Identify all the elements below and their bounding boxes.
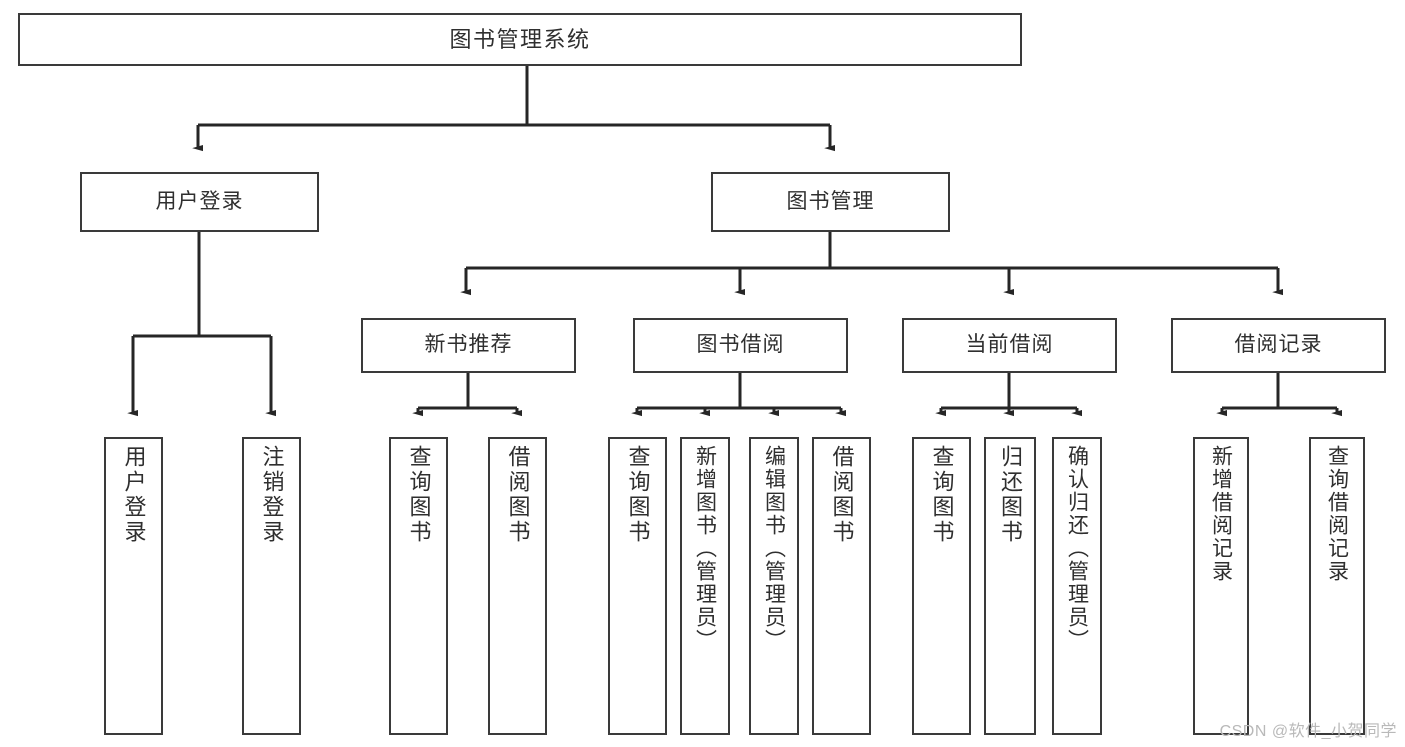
node-label: 查询图书	[625, 445, 651, 545]
leaf-borrow-book[interactable]: 借阅图书	[812, 437, 871, 735]
node-label: 查询图书	[929, 445, 955, 545]
leaf-query-book-current[interactable]: 查询图书	[912, 437, 971, 735]
leaf-user-login[interactable]: 用户登录	[104, 437, 163, 735]
leaf-query-book-recommend[interactable]: 查询图书	[389, 437, 448, 735]
node-label: 当前借阅	[965, 333, 1054, 357]
leaf-borrow-book-recommend[interactable]: 借阅图书	[488, 437, 547, 735]
node-label: 借阅图书	[829, 445, 855, 545]
node-label: 图书借阅	[696, 333, 785, 357]
leaf-return-book[interactable]: 归还图书	[984, 437, 1036, 735]
node-label: 用户登录	[155, 189, 244, 213]
leaf-logout-login[interactable]: 注销登录	[242, 437, 301, 735]
node-label: 确认归还（管理员）	[1065, 445, 1089, 652]
leaf-query-borrow-record[interactable]: 查询借阅记录	[1309, 437, 1365, 735]
node-borrow-record[interactable]: 借阅记录	[1171, 318, 1386, 373]
node-label: 新书推荐	[424, 333, 513, 357]
node-label: 归还图书	[998, 445, 1023, 545]
leaf-query-book-borrow[interactable]: 查询图书	[608, 437, 667, 735]
node-label: 用户登录	[121, 445, 147, 545]
leaf-confirm-return-admin[interactable]: 确认归还（管理员）	[1052, 437, 1102, 735]
node-current-borrow[interactable]: 当前借阅	[902, 318, 1117, 373]
node-book-borrow[interactable]: 图书借阅	[633, 318, 848, 373]
leaf-add-book-admin[interactable]: 新增图书（管理员）	[680, 437, 730, 735]
node-label: 查询图书	[406, 445, 432, 545]
node-new-book-recommend[interactable]: 新书推荐	[361, 318, 576, 373]
node-label: 图书管理系统	[449, 26, 591, 52]
leaf-edit-book-admin[interactable]: 编辑图书（管理员）	[749, 437, 799, 735]
node-book-manage[interactable]: 图书管理	[711, 172, 950, 232]
node-label: 注销登录	[259, 445, 285, 545]
node-label: 图书管理	[786, 189, 875, 213]
node-label: 新增图书（管理员）	[693, 445, 717, 652]
node-label: 借阅图书	[505, 445, 531, 545]
csdn-watermark: CSDN @软件_小贺同学	[1219, 723, 1397, 740]
node-label: 新增借阅记录	[1209, 445, 1233, 583]
node-user-login[interactable]: 用户登录	[80, 172, 319, 232]
node-label: 查询借阅记录	[1325, 445, 1349, 583]
node-label: 编辑图书（管理员）	[762, 445, 786, 652]
node-root-system[interactable]: 图书管理系统	[18, 13, 1022, 66]
node-label: 借阅记录	[1234, 333, 1323, 357]
leaf-add-borrow-record[interactable]: 新增借阅记录	[1193, 437, 1249, 735]
